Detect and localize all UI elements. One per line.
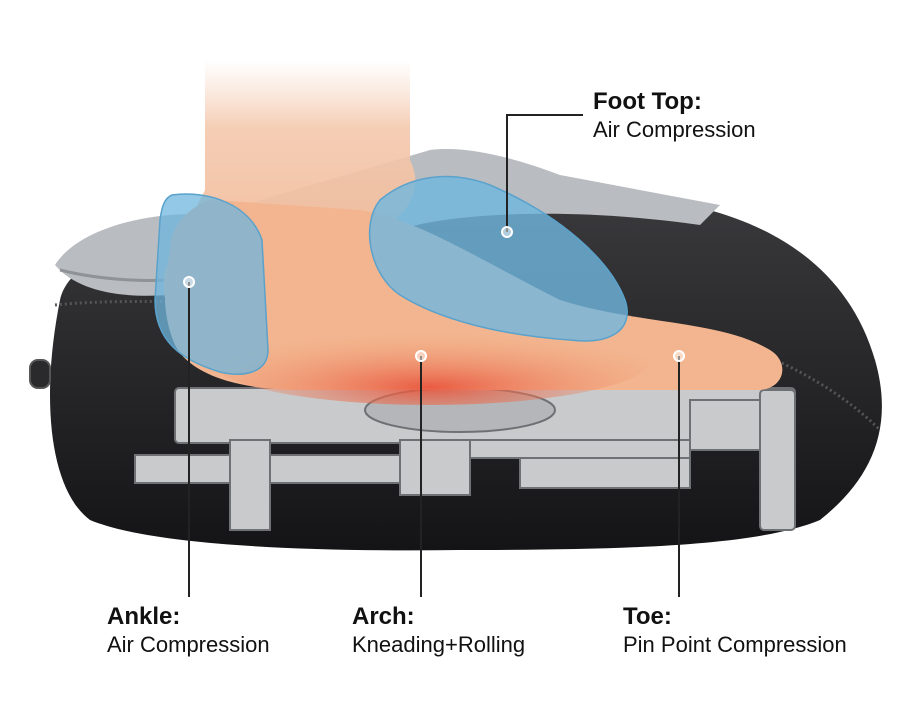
zipper-pull-icon: [29, 359, 51, 389]
label-arch-title: Arch:: [352, 603, 415, 630]
label-ankle-title: Ankle:: [107, 603, 181, 630]
leader-foot-top: [506, 114, 583, 232]
marker-arch: [415, 350, 427, 362]
foot-top-air-zone: [368, 175, 628, 342]
marker-ankle: [183, 276, 195, 288]
label-foot-top-desc: Air Compression: [593, 117, 756, 142]
leader-lines: [188, 114, 680, 597]
label-ankle: Ankle: Air Compression: [107, 603, 270, 659]
marker-foot-top: [501, 226, 513, 238]
label-toe-desc: Pin Point Compression: [623, 632, 847, 657]
label-ankle-desc: Air Compression: [107, 632, 270, 657]
label-foot-top-title: Foot Top:: [593, 88, 702, 115]
ankle-air-zone: [154, 193, 269, 375]
label-arch: Arch: Kneading+Rolling: [352, 603, 525, 659]
label-toe-title: Toe:: [623, 603, 672, 630]
marker-toe: [673, 350, 685, 362]
label-foot-top: Foot Top: Air Compression: [593, 88, 756, 144]
label-arch-desc: Kneading+Rolling: [352, 632, 526, 657]
label-toe: Toe: Pin Point Compression: [623, 603, 847, 659]
zone-markers: [183, 226, 685, 362]
